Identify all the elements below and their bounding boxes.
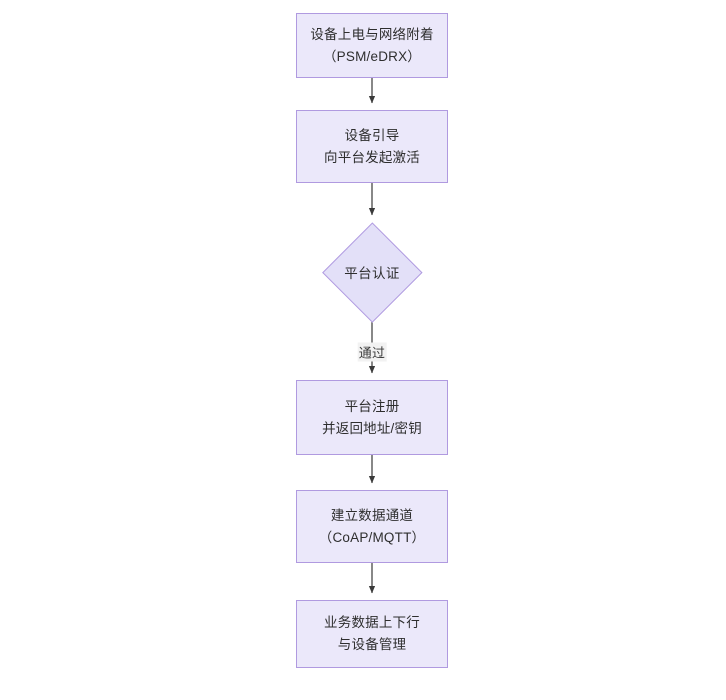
node-platform-auth-label: 平台认证 — [344, 266, 400, 281]
node-bootstrap-line2: 向平台发起激活 — [324, 149, 420, 165]
node-data-channel-line1: 建立数据通道 — [330, 507, 414, 523]
node-business-data-line2: 与设备管理 — [337, 637, 407, 652]
edge-label-pass: 通过 — [357, 342, 387, 362]
node-business-data-line1: 业务数据上下行 — [324, 615, 420, 631]
node-platform-auth[interactable]: 平台认证 — [322, 222, 422, 322]
node-platform-register-line1: 平台注册 — [344, 398, 400, 414]
node-bootstrap-line1: 设备引导 — [344, 127, 400, 143]
node-power-on-line2: （PSM/eDRX） — [322, 48, 422, 64]
node-data-channel-line2: （CoAP/MQTT） — [318, 529, 426, 545]
node-business-data[interactable]: 业务数据上下行 与设备管理 — [296, 600, 448, 668]
node-power-on[interactable]: 设备上电与网络附着 （PSM/eDRX） — [296, 13, 448, 78]
node-power-on-line1: 设备上电与网络附着 — [310, 26, 434, 42]
node-platform-register-line2: 并返回地址/密钥 — [322, 420, 422, 436]
node-data-channel[interactable]: 建立数据通道 （CoAP/MQTT） — [296, 490, 448, 563]
node-bootstrap[interactable]: 设备引导 向平台发起激活 — [296, 110, 448, 183]
node-platform-register[interactable]: 平台注册 并返回地址/密钥 — [296, 380, 448, 455]
